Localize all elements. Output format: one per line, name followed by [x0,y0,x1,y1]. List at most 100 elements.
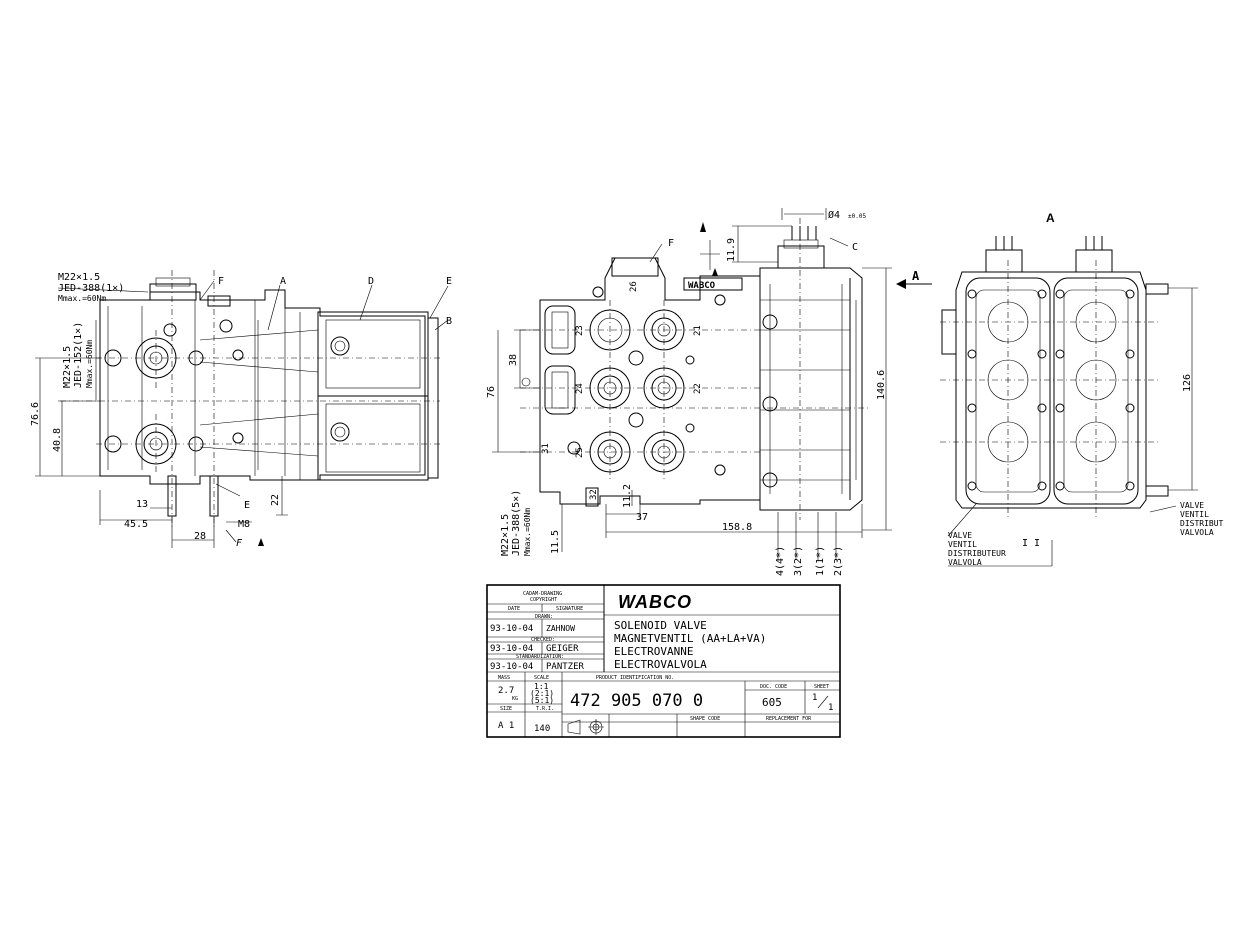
dim-140-6: 140.6 [876,370,887,400]
port-32: 32 [589,489,599,500]
left-label-e: E [446,276,452,287]
tb-scale-1: 1:1 [534,682,549,691]
dim-37: 37 [636,512,648,523]
valve-right-3: DISTRIBUT [1180,519,1224,528]
left-label-f2: F [236,538,243,549]
dim-m8: M8 [238,519,250,530]
port-26: 26 [629,281,639,292]
valve-left-2: VENTIL [948,540,977,549]
tb-sheet-total: 1 [828,703,833,713]
tb-size-label: SIZE [500,706,512,712]
port-bottom-2: 3(2*) [793,546,804,576]
tb-drawn-label: DRAWN: [535,614,553,620]
left-view: M22×1.5 JED-388(1×) Mmax.=60Nm M22×1.5 J… [30,270,452,549]
middle-thread-3: Mmax.=60Nm [523,508,532,556]
middle-thread-2: JED-388(5×) [511,490,522,556]
tb-sheet-label: SHEET [814,684,829,690]
tb-date-header: DATE [508,606,520,612]
port-25: 25 [575,447,585,458]
tb-mass-value: 2.7 [498,686,514,696]
valve-right-1: VALVE [1180,501,1204,510]
port-23: 23 [575,325,585,336]
tb-title-2: MAGNETVENTIL (AA+LA+VA) [614,632,766,645]
tb-row-1-name: GEIGER [546,644,579,654]
left-label-d: D [368,276,374,287]
tb-standardization-label: STANDARDIZATION: [516,654,564,660]
left-thread-2: JED-388(1×) [58,283,124,294]
middle-label-f: F [668,238,674,249]
dim-28: 28 [194,531,206,542]
valve-left-4: VALVOLA [948,558,982,567]
port-21: 21 [693,325,703,336]
tb-row-0-date: 93-10-04 [490,624,533,634]
tb-scale-label: SCALE [534,675,549,681]
middle-thread-1: M22×1.5 [500,514,511,556]
dim-45-5: 45.5 [124,519,148,530]
tb-brand-logo: WABCO [618,592,692,612]
tb-shape-code-label: SHAPE CODE [690,716,720,722]
dim-22: 22 [270,494,281,506]
middle-brand: WABCO [688,281,716,291]
left-label-f: F [218,276,224,287]
tb-product-label: PRODUCT IDENTIFICATION NO. [596,675,674,681]
valve-right-4: VALVOLA [1180,528,1214,537]
dim-11-5: 11.5 [550,530,561,554]
tb-row-1-date: 93-10-04 [490,644,533,654]
port-bottom-3: 1(1*) [815,546,826,576]
dim-158-8: 158.8 [722,522,752,533]
middle-view: WABCO [486,208,932,576]
tb-copyright-2: COPYRIGHT [530,597,557,603]
middle-phi-tol: ±0.05 [848,213,866,220]
tb-mass-label: MASS [498,675,510,681]
tb-row-2-name: PANTZER [546,662,585,672]
tb-tri-value: 140 [534,724,550,734]
left-side-thread-3: Mmax.=60Nm [85,340,94,388]
dim-13: 13 [136,499,148,510]
left-label-a: A [280,276,286,287]
left-side-thread-1: M22×1.5 [62,346,73,388]
middle-phi: Ø4 [828,209,840,221]
left-label-b: B [446,316,452,327]
port-24: 24 [575,383,585,394]
dim-76: 76 [486,386,497,398]
right-view: A 126 [940,211,1224,567]
tb-row-2-date: 93-10-04 [490,662,533,672]
dim-40-8: 40.8 [52,428,63,452]
tb-tri-label: T.R.I. [536,706,554,712]
dim-38: 38 [508,354,519,366]
tb-doc-code: 605 [762,696,782,709]
tb-mass-unit: KG [512,696,518,702]
left-side-thread-2: JED-152(1×) [73,322,84,388]
middle-label-c: C [852,242,858,253]
tb-title-1: SOLENOID VALVE [614,619,707,632]
port-22: 22 [693,383,703,394]
valve-right-2: VENTIL [1180,510,1209,519]
tb-title-3: ELECTROVANNE [614,645,693,658]
tb-title-4: ELECTROVALVOLA [614,658,707,671]
port-bottom-4: 2(3*) [833,546,844,576]
tb-scale-2: (2:1) [530,689,554,698]
tb-size-value: A 1 [498,721,514,731]
dim-126: 126 [1182,374,1193,392]
dim-76-6: 76.6 [30,402,41,426]
port-31: 31 [541,443,551,454]
left-label-e2: E [244,500,250,511]
tb-sheet-num: 1 [812,693,817,703]
valve-left-num: I I [1022,538,1040,549]
left-thread-3: Mmax.=60Nm [58,294,106,303]
tb-product-no: 472 905 070 0 [570,691,703,711]
tb-doc-code-label: DOC. CODE [760,684,787,690]
dim-11-2: 11.2 [622,484,633,508]
port-bottom-1: 4(4*) [775,546,786,576]
right-view-title: A [1046,211,1055,225]
tb-signature-header: SIGNATURE [556,606,583,612]
dim-11-9: 11.9 [726,238,737,262]
valve-left-3: DISTRIBUTEUR [948,549,1006,558]
valve-left-1: VALVE [948,531,972,540]
tb-replacement-label: REPLACEMENT FOR [766,716,812,722]
tb-checked-label: CHECKED: [531,637,555,643]
left-thread-1: M22×1.5 [58,272,100,283]
title-block: CADAM-DRAWING COPYRIGHT DATE SIGNATURE D… [486,584,841,738]
tb-scale-3: (5:1) [530,696,554,705]
